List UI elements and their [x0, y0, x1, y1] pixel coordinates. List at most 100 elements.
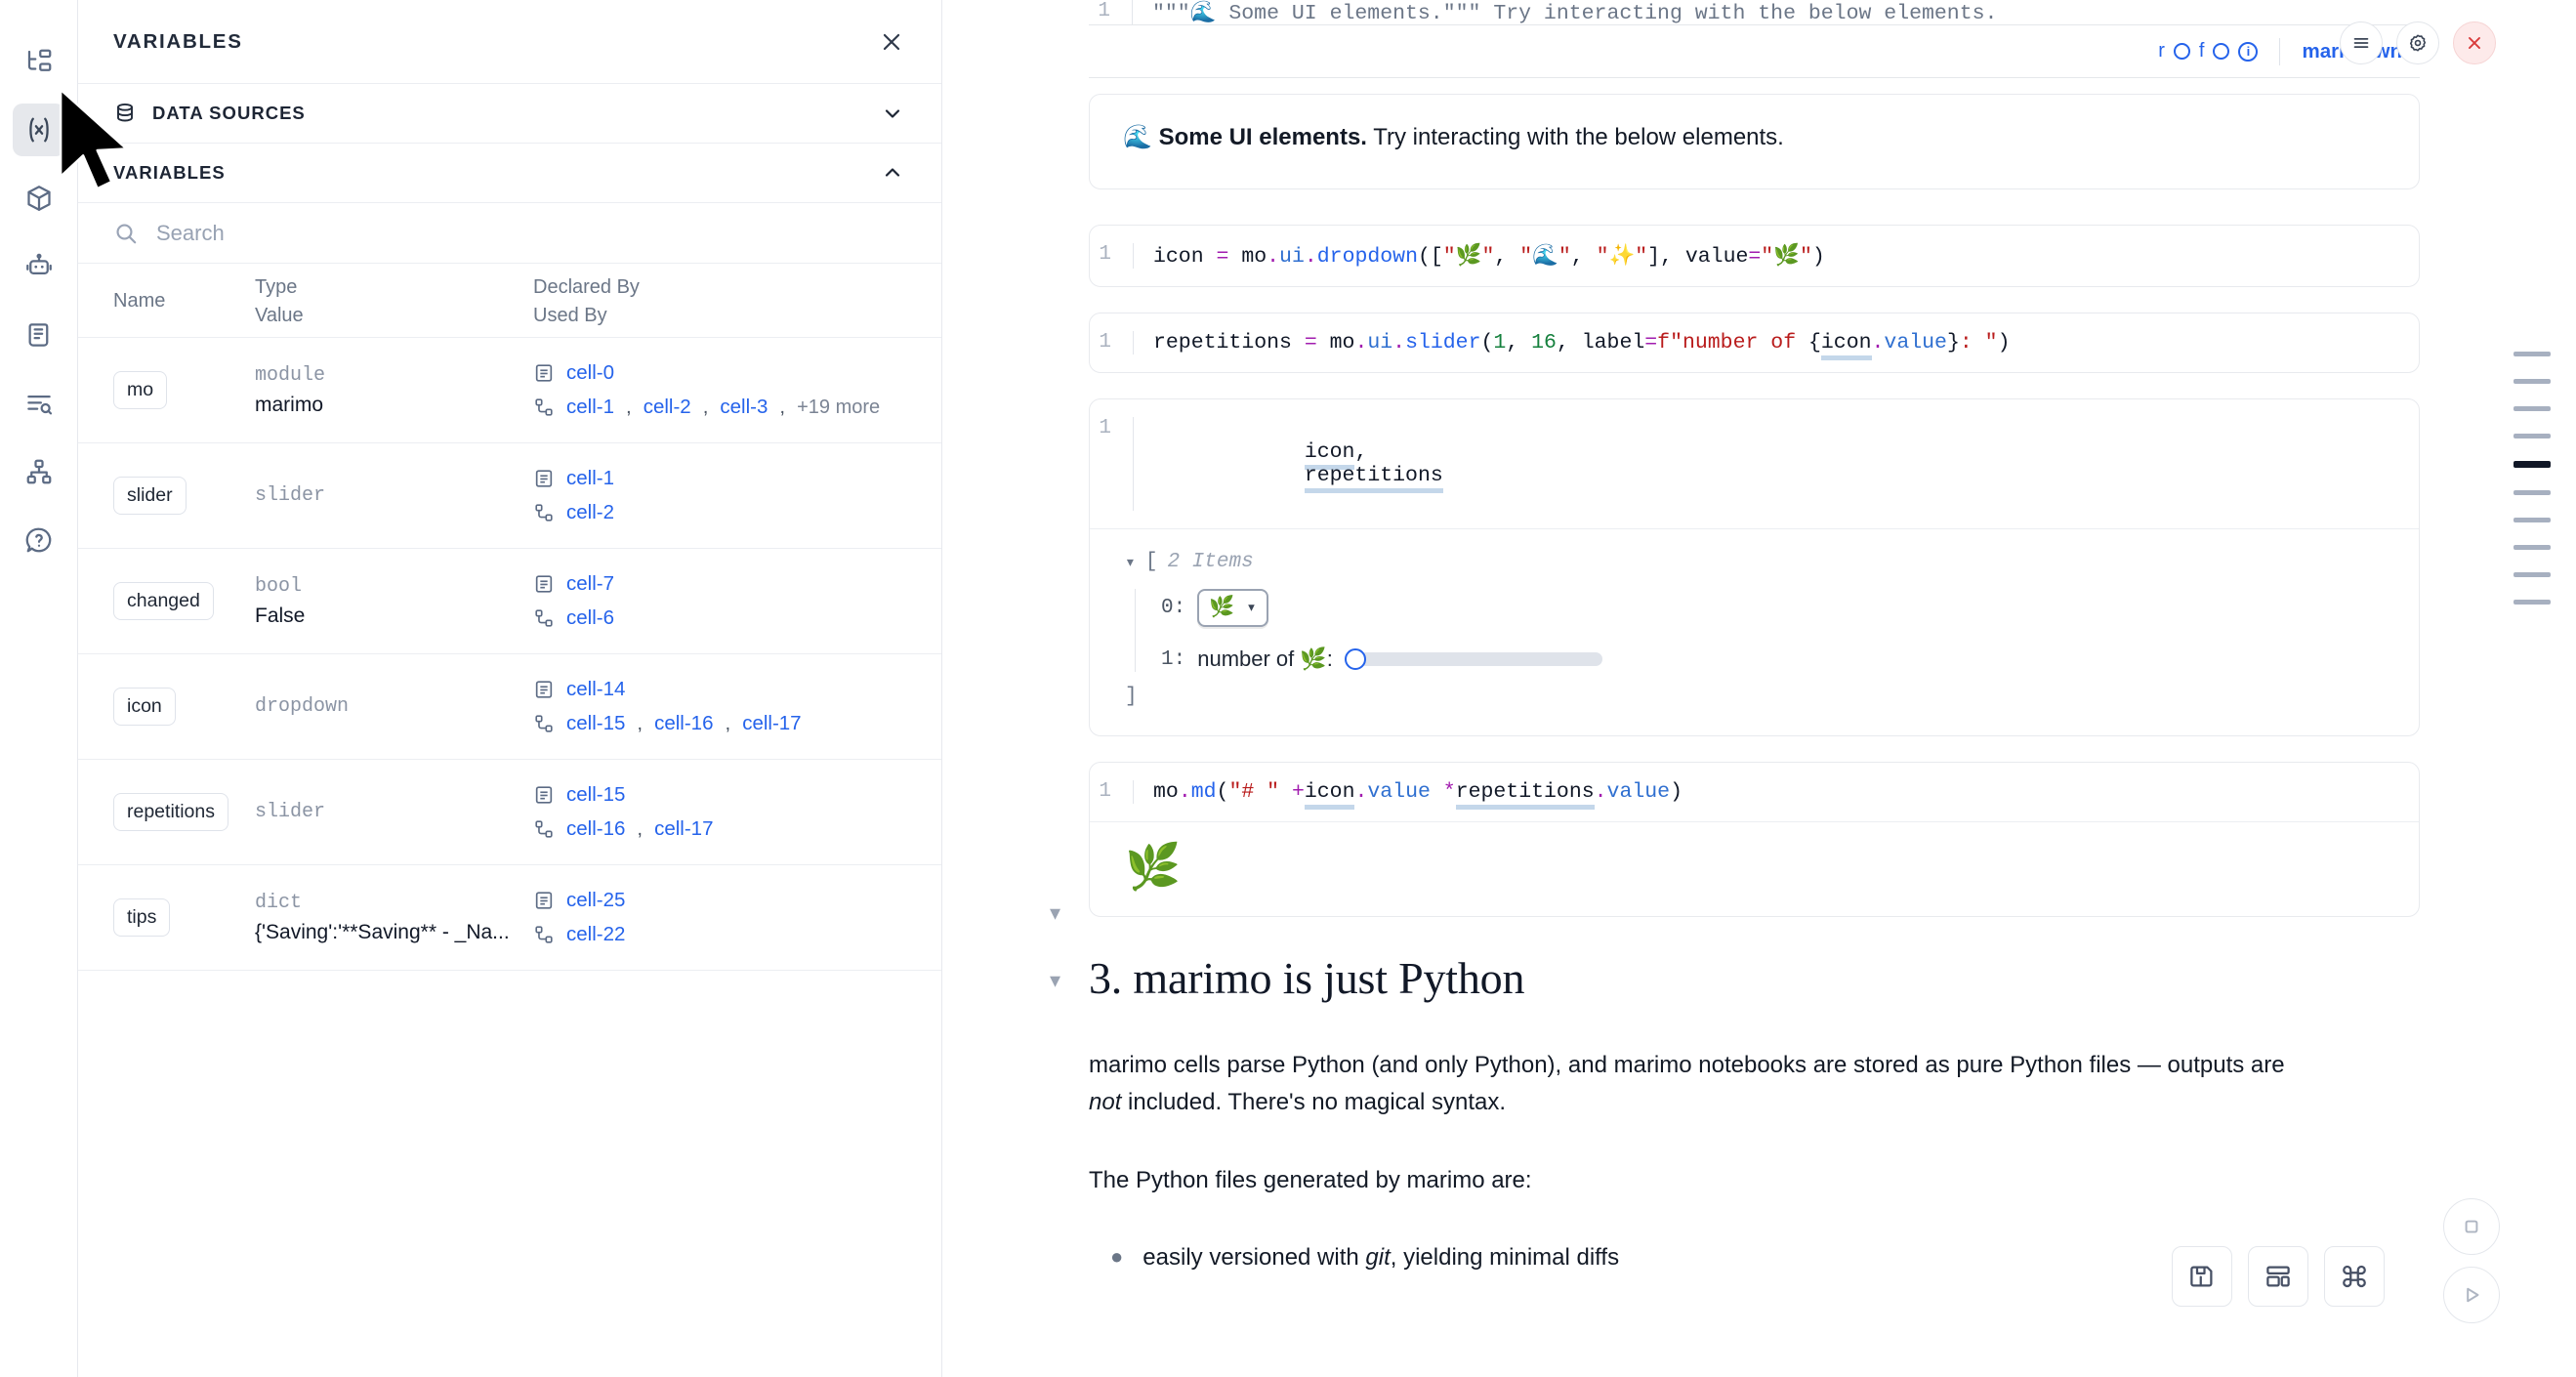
- cell-link[interactable]: cell-22: [566, 923, 626, 945]
- variable-chip[interactable]: mo: [113, 371, 168, 409]
- line-number: 1: [1099, 331, 1111, 354]
- partial-code-line[interactable]: 1 """🌊 Some UI elements.""" Try interact…: [1089, 0, 2420, 25]
- hamburger-menu-icon[interactable]: [2340, 21, 2383, 64]
- dependency-graph-icon[interactable]: [13, 445, 65, 498]
- minimap-mark[interactable]: [2514, 379, 2551, 384]
- section-variables[interactable]: VARIABLES: [78, 144, 941, 203]
- table-row[interactable]: repetitions slider cell-15 cell-16,cell-…: [78, 760, 941, 865]
- section-data-sources[interactable]: DATA SOURCES: [78, 84, 941, 144]
- declared-by-line: cell-15: [533, 783, 932, 807]
- cell-link[interactable]: cell-3: [720, 396, 769, 418]
- tree-row-0: 0: 🌿 ▾: [1161, 589, 2389, 627]
- minimap-mark[interactable]: [2514, 434, 2551, 438]
- variables-icon[interactable]: [12, 104, 65, 156]
- column-header-used-by: Used By: [533, 305, 607, 326]
- info-icon[interactable]: i: [2238, 41, 2259, 62]
- cell-link[interactable]: cell-6: [566, 606, 614, 629]
- run-icon[interactable]: [2443, 1267, 2500, 1323]
- cell-action-buttons: [2340, 21, 2496, 64]
- scroll-document-icon[interactable]: [13, 309, 65, 361]
- variable-value: marimo: [255, 393, 324, 416]
- table-row[interactable]: tips dict {'Saving':'**Saving** - _Na...…: [78, 865, 941, 971]
- output-tree: ▾ [ 2 Items 0: 🌿 ▾: [1125, 551, 2389, 708]
- code-cell-display[interactable]: 1 icon, repetitions ▾ [ 2 Items: [1089, 398, 2420, 736]
- minimap-mark[interactable]: [2514, 600, 2551, 605]
- variable-chip[interactable]: repetitions: [113, 793, 229, 831]
- minimap-mark[interactable]: [2514, 490, 2551, 495]
- minimap-mark[interactable]: [2514, 518, 2551, 522]
- toggle-f-icon[interactable]: [2213, 43, 2230, 60]
- logs-search-icon[interactable]: [13, 377, 65, 430]
- list-item: ● easily versioned with git, yielding mi…: [1089, 1240, 2420, 1275]
- declared-by-line: cell-0: [533, 361, 932, 385]
- cell-link[interactable]: cell-16: [566, 817, 626, 840]
- help-circle-icon[interactable]: [13, 514, 65, 566]
- save-icon[interactable]: [2172, 1246, 2232, 1307]
- cell-link[interactable]: cell-1: [566, 467, 614, 489]
- cell-link[interactable]: cell-0: [566, 361, 614, 384]
- minimap-mark[interactable]: [2514, 461, 2551, 468]
- layout-icon[interactable]: [2248, 1246, 2308, 1307]
- code-token: ui: [1279, 245, 1305, 269]
- slider-track[interactable]: [1357, 652, 1602, 666]
- cell-link[interactable]: cell-17: [742, 712, 802, 734]
- tree-header[interactable]: ▾ [ 2 Items: [1125, 551, 2389, 573]
- minimap-mark[interactable]: [2514, 406, 2551, 411]
- separator: ,: [725, 712, 731, 734]
- minimap[interactable]: [2514, 352, 2551, 605]
- variable-chip[interactable]: changed: [113, 582, 214, 620]
- chevron-down-icon[interactable]: ▾: [1050, 900, 1061, 925]
- chevron-down-icon: ▾: [1246, 600, 1257, 618]
- cell-link[interactable]: cell-16: [654, 712, 714, 734]
- search-input[interactable]: [156, 220, 904, 246]
- table-row[interactable]: changed bool False cell-7 cell-6: [78, 549, 941, 654]
- cell-link[interactable]: cell-25: [566, 889, 626, 911]
- minimap-mark[interactable]: [2514, 545, 2551, 550]
- minimap-mark[interactable]: [2514, 572, 2551, 577]
- cell-link[interactable]: cell-2: [643, 396, 691, 418]
- close-icon[interactable]: [879, 29, 904, 55]
- chevron-down-icon[interactable]: ▾: [1050, 968, 1061, 992]
- stop-icon[interactable]: [2443, 1198, 2500, 1255]
- slider-control[interactable]: [1344, 648, 1602, 670]
- package-cube-icon[interactable]: [13, 172, 65, 225]
- cell-link[interactable]: cell-17: [654, 817, 714, 840]
- code-cell-slider[interactable]: 1 repetitions = mo.ui.slider(1, 16, labe…: [1089, 313, 2420, 373]
- toolbar-r-label: r: [2158, 40, 2165, 62]
- gear-icon[interactable]: [2396, 21, 2439, 64]
- code-token: {: [1808, 331, 1821, 355]
- cell-link[interactable]: cell-14: [566, 678, 626, 700]
- markdown-output-cell[interactable]: 🌊 Some UI elements. Try interacting with…: [1089, 94, 2420, 189]
- dropdown-select[interactable]: 🌿 ▾: [1197, 589, 1268, 627]
- slider-knob[interactable]: [1344, 648, 1366, 670]
- code-token: dropdown: [1316, 245, 1418, 269]
- declared-by-line: cell-1: [533, 467, 932, 490]
- variable-chip[interactable]: icon: [113, 688, 176, 726]
- robot-icon[interactable]: [13, 240, 65, 293]
- code-token: 1: [1493, 331, 1507, 355]
- code-token: [1279, 780, 1292, 804]
- code-token: ,: [1494, 245, 1520, 269]
- cell-link[interactable]: cell-7: [566, 572, 614, 595]
- cell-link[interactable]: cell-1: [566, 396, 614, 418]
- file-tree-icon[interactable]: [13, 35, 65, 88]
- command-palette-icon[interactable]: [2324, 1246, 2385, 1307]
- toggle-r-icon[interactable]: [2173, 43, 2190, 60]
- variable-chip[interactable]: tips: [113, 898, 171, 937]
- variable-value: False: [255, 604, 306, 627]
- run-controls: [2443, 1198, 2500, 1323]
- table-row[interactable]: mo module marimo cell-0 cell-1,cell-2,ce…: [78, 338, 941, 443]
- code-cell-dropdown[interactable]: 1 icon = mo.ui.dropdown(["🌿", "🌊", "✨"],…: [1089, 225, 2420, 287]
- cell-link[interactable]: cell-2: [566, 501, 614, 523]
- variable-type: dropdown: [255, 695, 350, 718]
- variable-chip[interactable]: slider: [113, 477, 187, 515]
- table-row[interactable]: icon dropdown cell-14 cell-15,cell-16,ce…: [78, 654, 941, 760]
- items-count: 2 Items: [1167, 551, 1254, 573]
- cell-link[interactable]: cell-15: [566, 783, 626, 806]
- separator: ,: [626, 396, 632, 418]
- minimap-mark[interactable]: [2514, 352, 2551, 356]
- close-icon[interactable]: [2453, 21, 2496, 64]
- table-row[interactable]: slider slider cell-1 cell-2: [78, 443, 941, 549]
- cell-link[interactable]: cell-15: [566, 712, 626, 734]
- code-cell-md[interactable]: 1 mo.md("# " +icon.value *repetitions.va…: [1089, 762, 2420, 917]
